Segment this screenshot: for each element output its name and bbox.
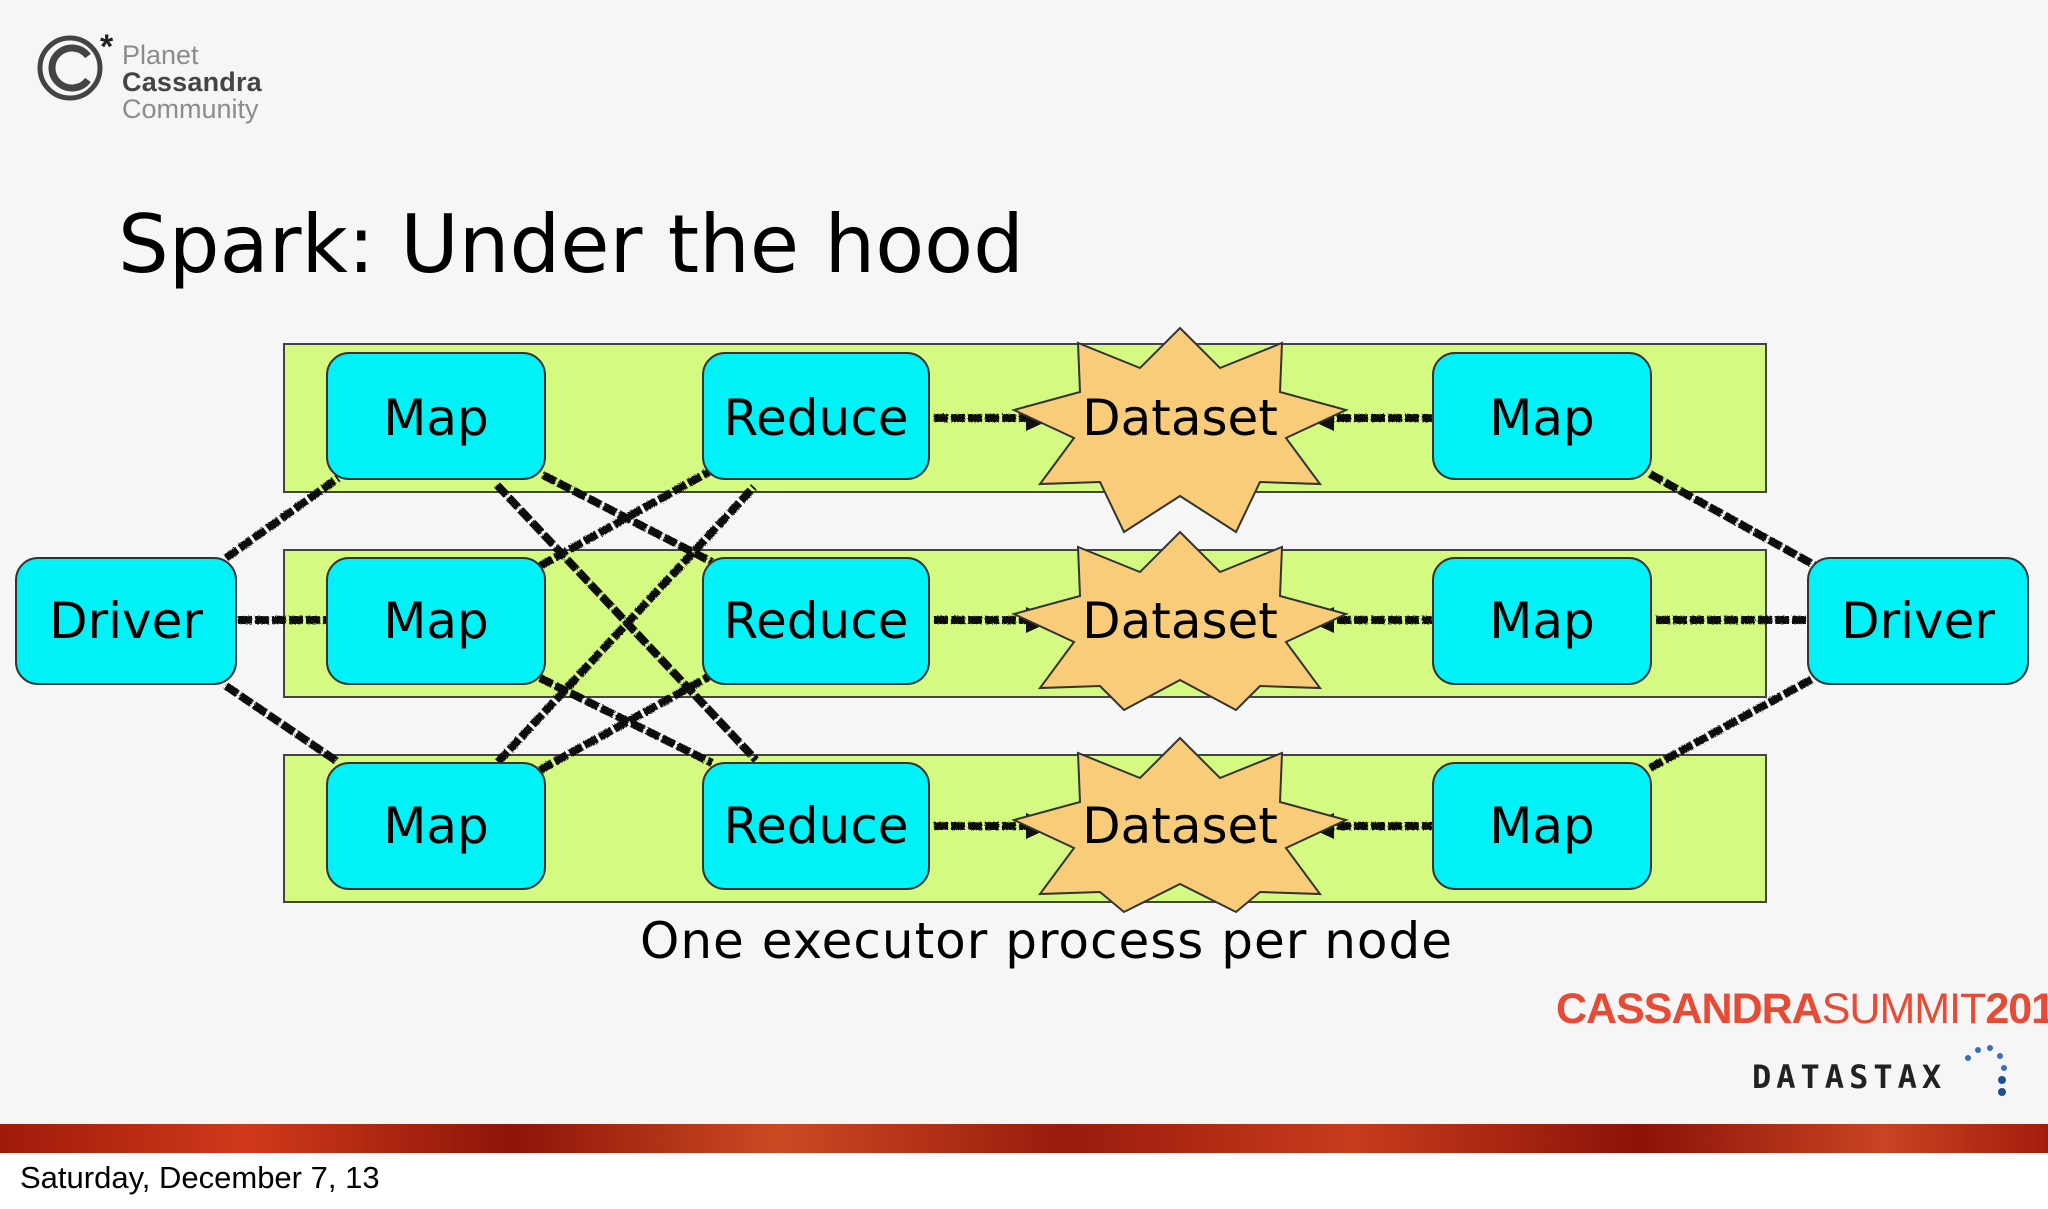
slide-title: Spark: Under the hood (118, 198, 1024, 291)
map-3-to-reduce-2-line (538, 671, 714, 774)
map-node-4-label: Map (1489, 389, 1595, 447)
dataset-star-3 (1011, 736, 1349, 914)
map-node-4: Map (1432, 352, 1652, 480)
planet-cassandra-logo-icon: * (37, 32, 114, 101)
svg-text:*: * (100, 32, 114, 66)
map-node-5: Map (1432, 557, 1652, 685)
map-1-to-reduce-2-line (541, 471, 714, 566)
map-node-5-label: Map (1489, 592, 1595, 650)
connection-lines (223, 414, 1818, 830)
decorative-bottom-band (0, 1124, 2048, 1153)
dataset-2-label: Dataset (1082, 592, 1278, 650)
driver-right-node: Driver (1807, 557, 2029, 685)
reduce-node-3: Reduce (702, 762, 930, 890)
dataset-1-label: Dataset (1082, 389, 1278, 447)
dataset-3-label: Dataset (1082, 797, 1278, 855)
map-6-to-driver-line (1648, 674, 1816, 772)
logo-line-community: Community (122, 94, 259, 124)
map-2-to-reduce-3-line (538, 674, 714, 767)
reduce-node-2-label: Reduce (724, 592, 909, 650)
cassandra-summit-logo: CASSANDRASUMMIT2013 (1556, 985, 2048, 1034)
driver-to-map-3-line (223, 682, 341, 766)
datastax-dots-icon (1965, 1045, 2007, 1096)
logo-line-planet: Planet (122, 40, 199, 70)
logo-line-cassandra: Cassandra (122, 67, 262, 97)
dataset-star-1 (1011, 326, 1349, 534)
map-node-3-label: Map (383, 797, 489, 855)
summit-word-summit: SUMMIT (1821, 985, 1987, 1033)
summit-word-cassandra: CASSANDRA (1556, 985, 1823, 1033)
driver-left-node: Driver (15, 557, 237, 685)
reduce-node-3-label: Reduce (724, 797, 909, 855)
diagram-caption: One executor process per node (640, 912, 1453, 970)
reduce-node-2: Reduce (702, 557, 930, 685)
map-node-6-label: Map (1489, 797, 1595, 855)
map-4-to-driver-line (1648, 470, 1818, 570)
driver-to-map-1-line (223, 474, 341, 562)
map-2-to-reduce-1-line (538, 466, 714, 570)
map-node-2: Map (326, 557, 546, 685)
slide: * Planet Cassandra Community Spark: Unde… (0, 32, 2048, 1153)
map-node-2-label: Map (383, 592, 489, 650)
summit-year: 2013 (1985, 985, 2048, 1033)
dataset-star-2 (1011, 530, 1349, 712)
spark-architecture-diagram: Driver Driver Map Map Map Reduce Reduce (15, 326, 2029, 914)
logo-text: Planet Cassandra Community (122, 42, 262, 123)
map-node-6: Map (1432, 762, 1652, 890)
driver-left-label: Driver (49, 592, 203, 650)
reduce-node-1-label: Reduce (724, 389, 909, 447)
driver-right-label: Driver (1841, 592, 1995, 650)
map-node-1: Map (326, 352, 546, 480)
map-node-1-label: Map (383, 389, 489, 447)
datastax-logo: DATASTAX (1752, 1058, 1947, 1096)
map-3-to-reduce-1-line (495, 484, 757, 765)
footer-date: Saturday, December 7, 13 (20, 1160, 380, 1195)
map-node-3: Map (326, 762, 546, 890)
reduce-node-1: Reduce (702, 352, 930, 480)
